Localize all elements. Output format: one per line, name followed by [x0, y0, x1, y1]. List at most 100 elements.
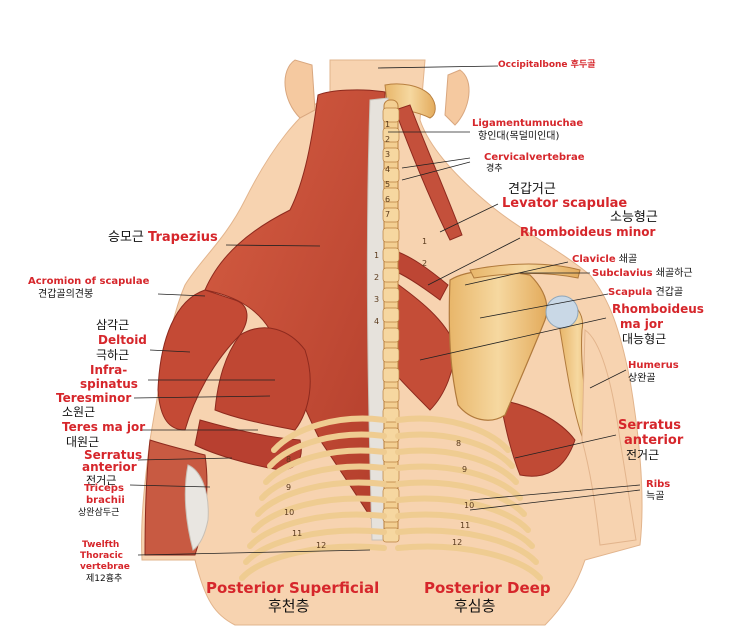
label-triceps-ko: 상완삼두근 [78, 508, 120, 518]
vertebra [382, 267, 400, 283]
label-ribs-en: Ribs [646, 479, 671, 490]
thoracic-number-left: 3 [374, 295, 379, 304]
rib-right [395, 495, 531, 533]
right-arm-skin [581, 329, 637, 546]
label-rhomboideus-major-en2: ma jor [620, 317, 664, 331]
vertebra [382, 147, 400, 163]
vertebra [382, 307, 400, 323]
label-humerus-en: Humerus [628, 360, 679, 371]
rib-left [247, 511, 387, 549]
label-levator-scapulae-en: Levator scapulae [502, 196, 628, 211]
cervical-number: 4 [385, 165, 390, 174]
label-rhomboideus-major-en1: Rhomboideus [612, 302, 704, 316]
rib-left [239, 543, 387, 581]
title-posterior-superficial-en: Posterior Superficial [206, 579, 380, 597]
rib-right [395, 447, 519, 485]
label-rhomboideus-major-ko: 대능형근 [622, 332, 667, 346]
label-scapula: Scapula 견갑골 [608, 287, 684, 298]
vertebra [382, 127, 400, 143]
infraspinatus-muscle [214, 327, 311, 431]
label-acromion-ko: 견갑골의견봉 [38, 289, 94, 300]
label-serratus-anterior-left-ko: 전거근 [86, 474, 117, 487]
vertebra [382, 527, 400, 543]
cervical-number: 7 [385, 210, 390, 219]
rhomboideus-major-muscle [391, 279, 456, 411]
vertebra [382, 227, 400, 243]
vertebra [382, 467, 400, 483]
label-trapezius: 승모근 Trapezius [108, 230, 218, 245]
vertebra [382, 167, 400, 183]
title-posterior-superficial-ko: 후천층 [268, 597, 310, 615]
label-infraspinatus-en1: Infra- [90, 363, 128, 377]
label-twelfth-ko: 제12흉추 [86, 574, 123, 584]
vertebra [382, 347, 400, 363]
thoracic-number-right: 2 [422, 259, 427, 268]
label-twelfth-en3: vertebrae [80, 562, 130, 572]
vertebra [382, 407, 400, 423]
label-triceps-en1: Triceps [84, 483, 124, 494]
rib-right [395, 511, 535, 549]
label-humerus-ko: 상완골 [628, 373, 656, 384]
vertebra [382, 387, 400, 403]
label-teres-minor-ko: 소원근 [62, 405, 96, 419]
label-cervical-vertebrae-en: Cervicalvertebrae [484, 152, 585, 163]
vertebra [382, 247, 400, 263]
rib-number-left: 10 [284, 508, 294, 517]
label-rhomboideus-minor-ko: 소능형근 [610, 210, 658, 225]
label-serratus-anterior-right-en1: Serratus [618, 418, 681, 433]
rib-right [395, 479, 527, 517]
rib-right [395, 431, 515, 469]
rib-right [395, 543, 543, 581]
vertebra [382, 287, 400, 303]
label-occipital-bone: Occipitalbone 후두골 [498, 60, 596, 70]
cervical-number: 1 [385, 120, 390, 129]
label-triceps-en2: brachii [86, 495, 125, 506]
rib-number-right: 11 [460, 521, 470, 530]
label-acromion-en: Acromion of scapulae [28, 276, 150, 287]
rib-left [259, 463, 387, 501]
label-teres-minor-en: Teresminor [56, 391, 132, 405]
label-serratus-anterior-left-en2: anterior [82, 460, 137, 474]
cervical-number: 3 [385, 150, 390, 159]
thoracic-number-right: 1 [422, 237, 427, 246]
rib-left [267, 431, 387, 469]
rib-left [251, 495, 387, 533]
levator-scapulae-muscle [394, 104, 463, 241]
rib-left [243, 527, 387, 565]
clavicle-bone [469, 263, 581, 279]
label-serratus-anterior-left-en1: Serratus [84, 448, 143, 462]
label-teres-major-en: Teres ma jor [62, 420, 146, 434]
rib-number-left: 12 [316, 541, 326, 550]
vertebra [382, 207, 400, 223]
title-posterior-deep-ko: 후심층 [454, 597, 496, 615]
vertebra [382, 107, 400, 123]
label-serratus-anterior-right-ko: 전거근 [626, 448, 660, 462]
label-serratus-anterior-right-en2: anterior [624, 433, 684, 448]
cervical-number: 2 [385, 135, 390, 144]
rib-cage [239, 415, 543, 581]
rib-right [395, 527, 539, 565]
rib-right [395, 415, 511, 453]
thoracic-number-left: 1 [374, 251, 379, 260]
leader-lines [129, 65, 641, 556]
label-levator-scapulae-ko: 견갑거근 [508, 182, 556, 197]
rhomboideus-minor-muscle [391, 249, 449, 301]
rib-number-right: 12 [452, 538, 462, 547]
label-clavicle: Clavicle 쇄골 [572, 254, 638, 265]
rib-number-right: 9 [462, 465, 467, 474]
spine [382, 99, 400, 543]
thoracic-number-left: 2 [374, 273, 379, 282]
label-infraspinatus-en2: spinatus [80, 377, 138, 391]
label-subclavius: Subclavius 쇄골하근 [592, 268, 693, 279]
label-deltoid-ko: 삼각근 [96, 318, 130, 332]
cervical-number: 6 [385, 195, 390, 204]
label-ligamentum-nuchae-ko: 항인대(목덜미인대) [478, 131, 560, 142]
rib-left [271, 415, 387, 453]
thoracic-number-left: 4 [374, 317, 379, 326]
label-deltoid-en: Deltoid [98, 333, 147, 347]
rib-number-left: 8 [286, 455, 291, 464]
rib-number-right: 10 [464, 501, 474, 510]
vertebra [382, 487, 400, 503]
